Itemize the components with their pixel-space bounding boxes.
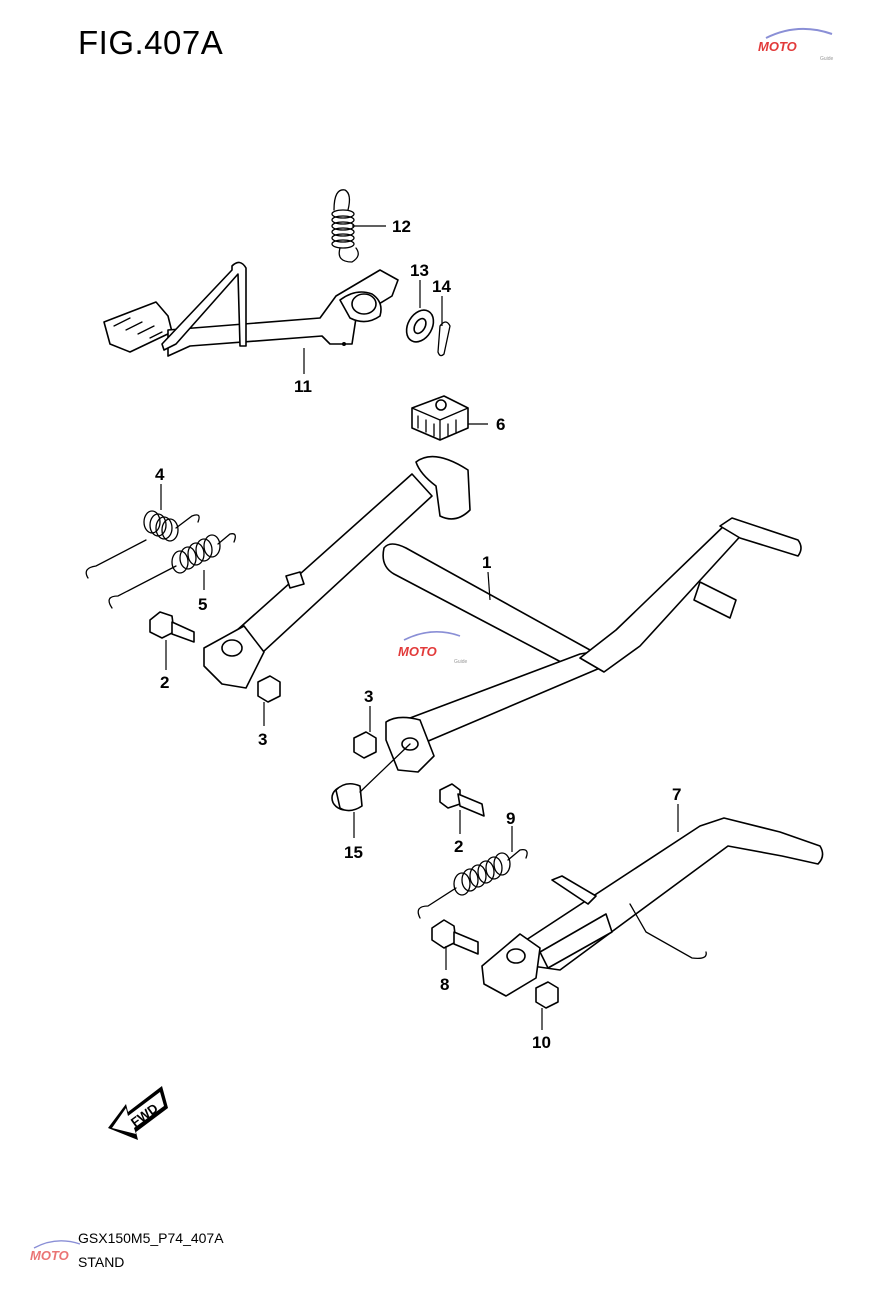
figure-title: FIG.407A (78, 24, 224, 61)
callout-15: 15 (344, 843, 363, 862)
watermark-swoosh (765, 27, 833, 39)
callout-2-lower: 2 (454, 837, 463, 856)
part-2-bolt-lower (439, 783, 485, 817)
watermark-center: MOTO Guide (398, 631, 468, 665)
part-14-cotter-pin (437, 321, 451, 357)
callout-5: 5 (198, 595, 207, 614)
callout-14: 14 (432, 277, 451, 296)
part-15-stopper (331, 743, 411, 812)
watermark-sub: Guide (820, 56, 834, 62)
part-11-pedal (103, 261, 399, 357)
part-8-bolt (431, 919, 479, 955)
part-13-washer (405, 309, 435, 343)
callout-3-middle: 3 (364, 687, 373, 706)
callout-2-upper: 2 (160, 673, 169, 692)
callout-1: 1 (482, 553, 491, 572)
callout-9: 9 (506, 809, 515, 828)
callout-11: 11 (294, 377, 312, 396)
part-7-side-stand (481, 817, 824, 997)
part-9-spring (417, 849, 528, 919)
part-3-nut-middle (353, 731, 377, 759)
callout-3-left: 3 (258, 730, 267, 749)
callout-6: 6 (496, 415, 505, 434)
callout-12: 12 (392, 217, 411, 236)
watermark-center-sub: Guide (454, 659, 468, 665)
watermark-top: MOTO Guide (758, 27, 834, 62)
figure-code: GSX150M5_P74_407A (78, 1230, 224, 1246)
callout-labels: 12 13 14 11 6 4 5 1 2 3 3 15 2 7 9 8 10 (155, 217, 681, 1052)
watermark-center-text: MOTO (398, 644, 437, 659)
watermark-text: MOTO (758, 39, 797, 54)
part-3-nut-left (257, 675, 281, 703)
part-5-spring (108, 533, 236, 609)
callout-13: 13 (410, 261, 429, 280)
watermark-bottom: MOTO (30, 1240, 81, 1263)
part-10-nut (535, 981, 559, 1009)
fwd-arrow-icon: FWD (108, 1086, 168, 1140)
part-2-bolt-upper (149, 611, 195, 643)
part-6-rubber-pad (411, 395, 469, 441)
callout-7: 7 (672, 785, 681, 804)
part-4-spring (85, 510, 200, 579)
callout-10: 10 (532, 1033, 551, 1052)
callout-4: 4 (155, 465, 165, 484)
watermark-bottom-text: MOTO (30, 1248, 69, 1263)
callout-8: 8 (440, 975, 449, 994)
leader-lines (160, 225, 679, 1030)
figure-name: STAND (78, 1254, 125, 1270)
part-1-center-stand (203, 455, 802, 773)
